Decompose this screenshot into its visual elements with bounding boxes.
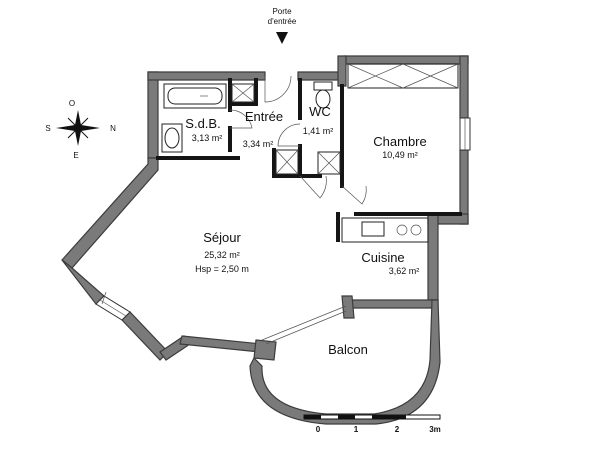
scale-tick-3: 3m: [429, 425, 441, 434]
wc-closet: [317, 151, 341, 175]
sejour-area: 25,32 m²: [204, 250, 240, 260]
wardrobe: [347, 63, 459, 89]
balcon-name: Balcon: [328, 342, 368, 357]
compass-rose: N S O E: [45, 99, 116, 160]
bathtub: [163, 83, 227, 109]
chambre-window: [459, 117, 471, 151]
wc-name: WC: [309, 104, 331, 119]
kitchen-counter: [341, 217, 429, 243]
sdb-area: 3,13 m²: [192, 133, 223, 143]
scale-tick-1: 1: [354, 425, 359, 434]
toilet: [313, 81, 333, 109]
compass-s: S: [45, 124, 50, 133]
entry-label-line2: d'entrée: [268, 17, 297, 26]
entree-name: Entrée: [245, 109, 283, 124]
chambre-name: Chambre: [373, 134, 426, 149]
compass-n: N: [110, 124, 116, 133]
entry-label-line1: Porte: [272, 7, 292, 16]
scale-tick-2: 2: [395, 425, 400, 434]
entree-closet: [275, 149, 299, 175]
bathroom-closet: [231, 83, 255, 103]
sejour-window: [95, 291, 131, 321]
chambre-area: 10,49 m²: [382, 150, 418, 160]
balcony: [249, 299, 441, 425]
exterior-walls: [61, 55, 469, 361]
doors: [229, 75, 367, 205]
entry-arrow-icon: [276, 32, 288, 44]
sdb-name: S.d.B.: [185, 116, 220, 131]
entree-area: 3,34 m²: [243, 139, 274, 149]
sejour-height: Hsp = 2,50 m: [195, 264, 249, 274]
wc-area: 1,41 m²: [303, 126, 334, 136]
compass-o: O: [69, 99, 75, 108]
cuisine-area: 3,62 m²: [389, 266, 420, 276]
interior-partitions: [156, 78, 462, 242]
entry-marker: Porte d'entrée: [268, 7, 297, 44]
compass-e: E: [73, 151, 78, 160]
cuisine-name: Cuisine: [361, 250, 404, 265]
scale-bar: 0 1 2 3m: [303, 414, 441, 434]
sejour-name: Séjour: [203, 230, 241, 245]
washbasin: [161, 123, 183, 153]
scale-tick-0: 0: [316, 425, 321, 434]
